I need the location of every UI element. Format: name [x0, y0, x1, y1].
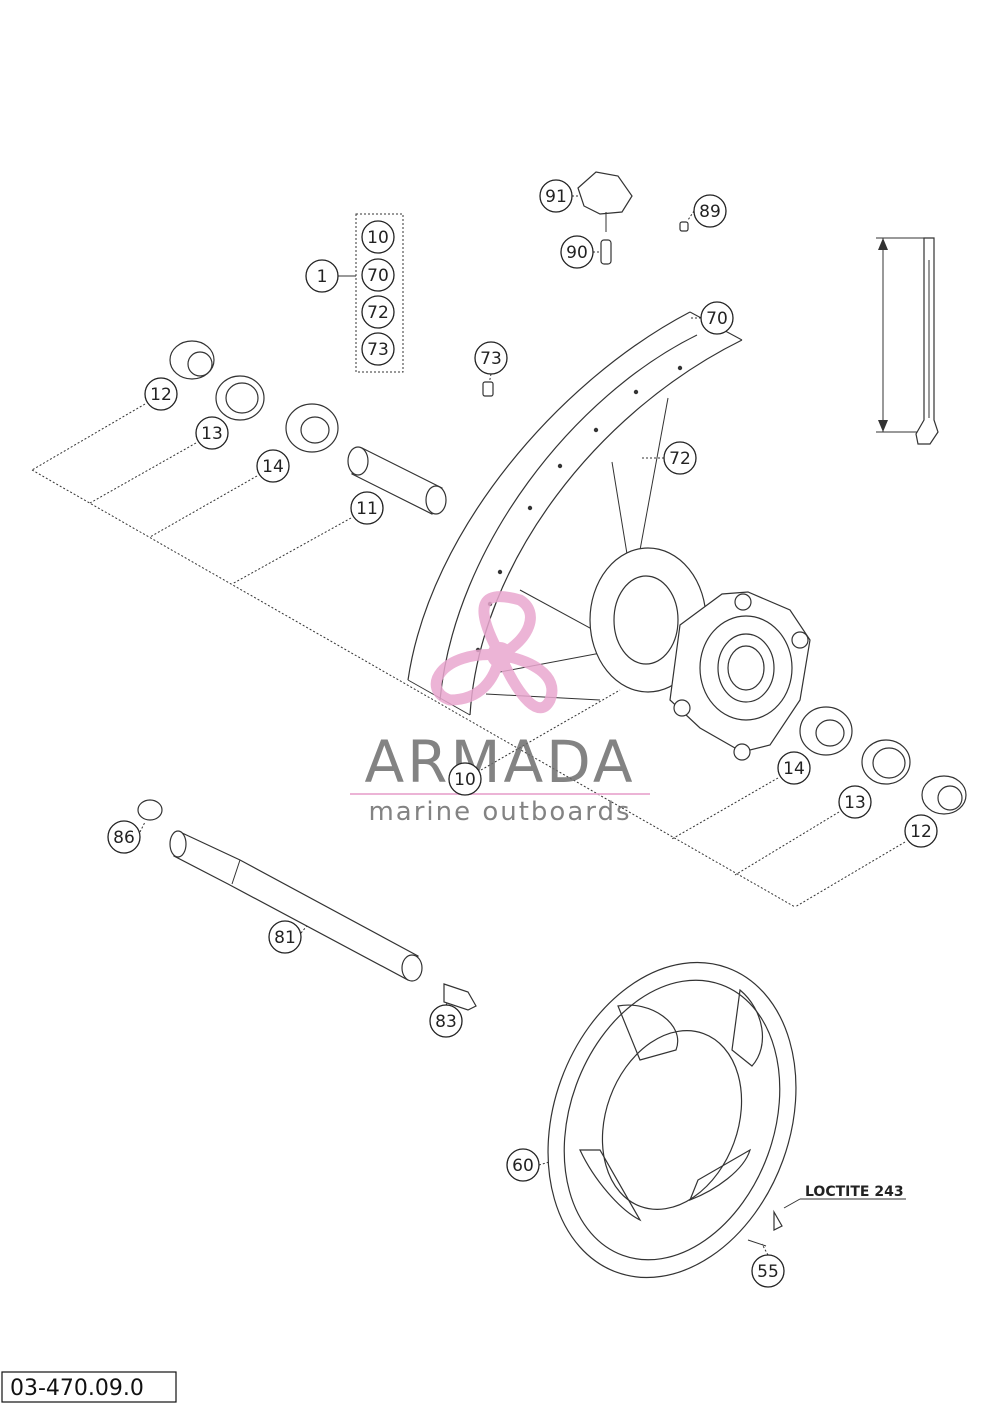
callout-number: 90	[566, 243, 588, 263]
callout-number: 14	[262, 457, 284, 477]
callout-circle	[361, 332, 395, 366]
watermark-subtitle: marine outboards	[368, 797, 631, 827]
callout-labels: 1 10 70 72 73 91 89 90 70 73 72 12 13 14 11 10 14 13 12 86 8…	[107, 179, 938, 1288]
callout-number: 1	[317, 267, 328, 287]
callout-circle	[474, 341, 508, 375]
spoke-length-gauge	[876, 237, 939, 445]
callout-91: 91	[539, 179, 573, 213]
callout-number: 10	[367, 228, 389, 248]
callout-number: 70	[706, 309, 728, 329]
callout-12: 12	[144, 377, 178, 411]
callout-11: 11	[350, 491, 384, 525]
callout-14: 14	[256, 449, 290, 483]
document-number: 03-470.09.0	[10, 1376, 144, 1401]
callout-circle	[560, 235, 594, 269]
callout-circle	[838, 785, 872, 819]
callout-89: 89	[693, 194, 727, 228]
callout-circle	[751, 1254, 785, 1288]
callout-number: 11	[356, 499, 378, 519]
callout-10: 10	[361, 220, 395, 254]
callout-number: 70	[367, 266, 389, 286]
callout-circle	[539, 179, 573, 213]
callout-number: 12	[910, 822, 932, 842]
callout-81: 81	[268, 920, 302, 954]
callout-number: 81	[274, 928, 296, 948]
callout-72: 72	[663, 441, 697, 475]
callout-86: 86	[107, 820, 141, 854]
callout-12: 12	[904, 814, 938, 848]
loctite-note: LOCTITE 243	[805, 1184, 904, 1200]
callout-circle	[663, 441, 697, 475]
callout-circle	[305, 259, 339, 293]
callout-72: 72	[361, 295, 395, 329]
callout-83: 83	[429, 1004, 463, 1038]
bearing-set-right	[799, 706, 967, 815]
callout-number: 72	[669, 449, 691, 469]
callout-circle	[350, 491, 384, 525]
callout-circle	[904, 814, 938, 848]
callout-circle	[693, 194, 727, 228]
wheel-hub	[589, 547, 811, 761]
callout-number: 91	[545, 187, 567, 207]
callout-number: 86	[113, 828, 135, 848]
callout-60: 60	[506, 1148, 540, 1182]
bearing-set-left	[169, 340, 447, 515]
propeller-icon	[430, 591, 558, 714]
callout-1: 1	[305, 259, 339, 293]
callout-number: 60	[512, 1156, 534, 1176]
callout-number: 83	[435, 1012, 457, 1032]
callout-90: 90	[560, 235, 594, 269]
callout-number: 89	[699, 202, 721, 222]
callout-number: 10	[454, 770, 476, 790]
callout-circle	[429, 1004, 463, 1038]
callout-70: 70	[361, 258, 395, 292]
callout-circle	[448, 762, 482, 796]
callout-73: 73	[361, 332, 395, 366]
callout-circle	[777, 751, 811, 785]
callout-10: 10	[448, 762, 482, 796]
callout-circle	[700, 301, 734, 335]
callout-70: 70	[700, 301, 734, 335]
callout-circle	[144, 377, 178, 411]
callout-circle	[107, 820, 141, 854]
callout-circle	[506, 1148, 540, 1182]
wheel-spokes	[485, 397, 669, 701]
callout-55: 55	[751, 1254, 785, 1288]
callout-73: 73	[474, 341, 508, 375]
callout-number: 72	[367, 303, 389, 323]
valve-parts	[482, 171, 689, 397]
watermark-logo: ARMADA marine outboards	[350, 591, 650, 827]
axle-parts	[137, 799, 477, 1011]
callout-number: 73	[367, 340, 389, 360]
callout-13: 13	[195, 416, 229, 450]
callout-13: 13	[838, 785, 872, 819]
callout-circle	[195, 416, 229, 450]
callout-14: 14	[777, 751, 811, 785]
callout-number: 55	[757, 1262, 779, 1282]
callout-number: 13	[844, 793, 866, 813]
watermark-title: ARMADA	[364, 728, 635, 796]
callout-circle	[361, 295, 395, 329]
callout-circle	[361, 258, 395, 292]
callout-circle	[361, 220, 395, 254]
callout-circle	[268, 920, 302, 954]
callout-number: 13	[201, 424, 223, 444]
brake-disc	[547, 961, 797, 1279]
callout-circle	[256, 449, 290, 483]
callout-number: 14	[783, 759, 805, 779]
callout-number: 73	[480, 349, 502, 369]
callout-number: 12	[150, 385, 172, 405]
